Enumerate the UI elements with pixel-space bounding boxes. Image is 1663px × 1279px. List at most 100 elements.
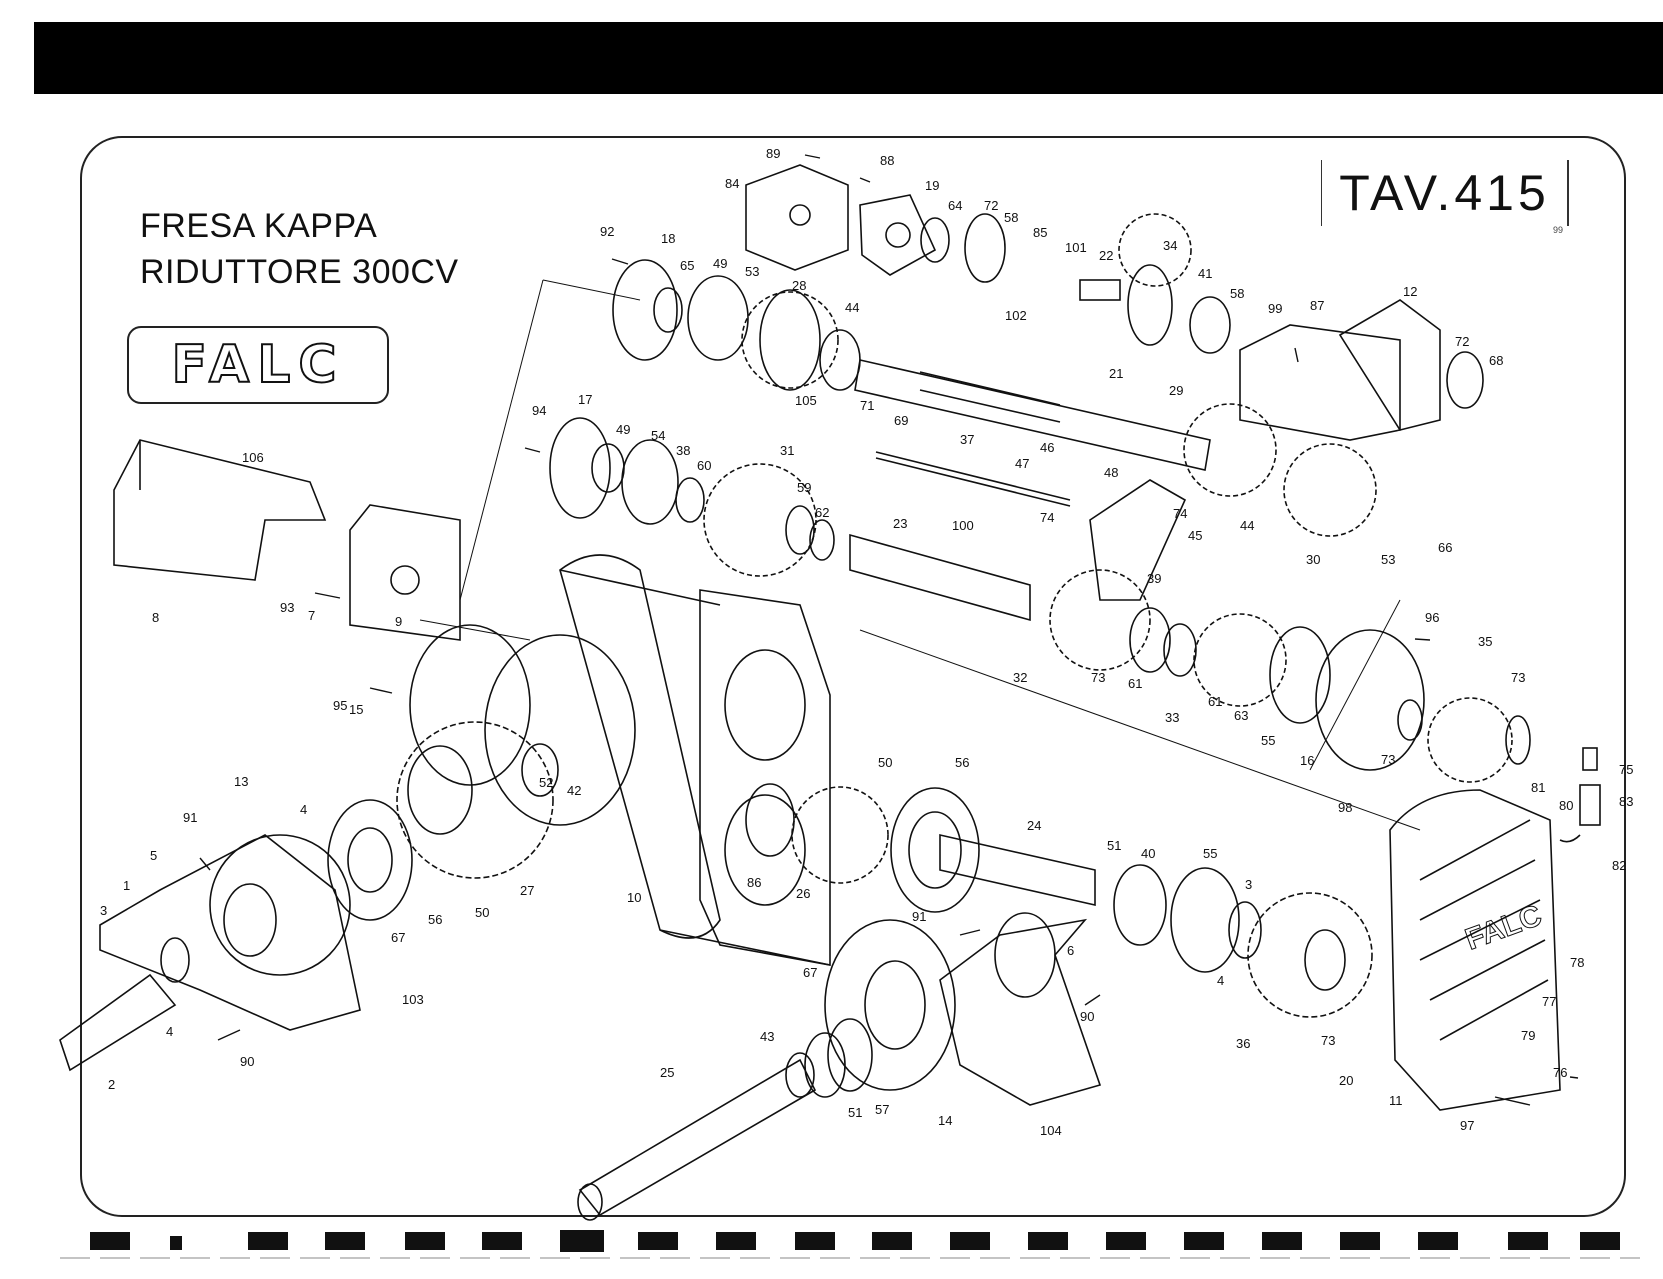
side-housing-11 [1389,789,1561,1111]
part-label: 23 [893,516,907,531]
part-label: 43 [760,1029,774,1044]
part-label: 11 [1389,1093,1403,1108]
part-label: 47 [1015,456,1029,471]
part-label: 87 [1310,298,1324,313]
part-label: 61 [1128,676,1142,691]
part-label: 56 [428,912,442,927]
part-label: 28 [792,278,806,293]
part-label: 58 [1230,286,1244,301]
bearing-40-55 [1113,864,1262,973]
part-label: 88 [880,153,894,168]
part-label: 86 [747,875,761,890]
part-label: 102 [1005,308,1027,323]
part-label: 15 [349,702,363,717]
part-label: 60 [697,458,711,473]
part-label: 73 [1511,670,1525,685]
part-label: 48 [1104,465,1118,480]
part-label: 75 [1619,762,1633,777]
output-shaft-25 [577,1058,817,1221]
flanges-15-42 [409,624,636,826]
part-label: 41 [1198,266,1212,281]
part-label: 55 [1261,733,1275,748]
part-label: 85 [1033,225,1047,240]
part-label: 4 [166,1024,173,1039]
part-label: 51 [848,1105,862,1120]
shaft-24 [939,833,1096,907]
part-label: 57 [875,1102,889,1117]
fittings-75-83-82 [1559,747,1601,843]
part-label: 35 [1478,634,1492,649]
leader-lines [419,279,1421,831]
part-label: 71 [860,398,874,413]
part-label: 29 [1169,383,1183,398]
part-label: 54 [651,428,665,443]
part-label: 44 [845,300,859,315]
part-label: 5 [150,848,157,863]
part-label: 90 [1080,1009,1094,1024]
support-arm-45 [1089,479,1187,601]
plate-number: TAV.415 [1321,160,1569,226]
part-label: 101 [1065,240,1087,255]
bearing-56-right [890,787,980,913]
part-label: 21 [1109,366,1123,381]
bearing-56-left [327,799,413,921]
part-label: 80 [1559,798,1573,813]
part-label: 64 [948,198,962,213]
part-label: 95 [333,698,347,713]
part-label: 96 [1425,610,1439,625]
part-label: 30 [1306,552,1320,567]
part-label: 32 [1013,670,1027,685]
part-label: 22 [1099,248,1113,263]
part-label: 53 [1381,552,1395,567]
header-bar [34,22,1663,94]
part-label: 106 [242,450,264,465]
part-number-labels: 89 88 84 19 64 72 58 85 101 22 34 92 18 … [100,146,1633,1138]
mid-shaft-components [549,417,1531,783]
title-line-2: RIDUTTORE 300CV [140,253,459,291]
drawing-title: FRESA KAPPA RIDUTTORE 300CV [140,203,459,295]
gear-36 [1247,892,1373,1018]
part-label: 61 [1208,694,1222,709]
part-label: 55 [1203,846,1217,861]
part-label: 67 [803,965,817,980]
part-label: 33 [1165,710,1179,725]
part-label: 56 [955,755,969,770]
pump-84 [745,164,849,271]
part-label: 82 [1612,858,1626,873]
part-label: 3 [100,903,107,918]
part-label: 65 [680,258,694,273]
part-label: 89 [766,146,780,161]
housing-logo-text: FALC [1461,899,1546,957]
part-label: 58 [1004,210,1018,225]
part-label: 46 [1040,440,1054,455]
top-shaft-components [612,213,1231,391]
part-label: 34 [1163,238,1177,253]
part-label: 99 [1268,301,1282,316]
part-label: 76 [1553,1065,1567,1080]
part-label: 63 [1234,708,1248,723]
part-label: 93 [280,600,294,615]
part-label: 104 [1040,1123,1062,1138]
drawing-frame [80,136,1626,1217]
part-label: 72 [1455,334,1469,349]
part-label: 83 [1619,794,1633,809]
part-label: 44 [1240,518,1254,533]
part-label: 17 [578,392,592,407]
part-label: 52 [539,775,553,790]
plate-sub-number: 99 [1553,225,1564,235]
part-label: 90 [240,1054,254,1069]
shaft-21 [854,359,1211,471]
part-label: 45 [1188,528,1202,543]
part-label: 18 [661,231,675,246]
part-label: 40 [1141,846,1155,861]
title-line-1: FRESA KAPPA [140,207,378,245]
part-label: 8 [152,610,159,625]
part-label: 39 [1147,571,1161,586]
part-label: 98 [1338,800,1352,815]
part-label: 72 [984,198,998,213]
part-label: 105 [795,393,817,408]
part-label: 73 [1091,670,1105,685]
part-label: 6 [1067,943,1074,958]
mount-plate-104 [939,912,1102,1106]
